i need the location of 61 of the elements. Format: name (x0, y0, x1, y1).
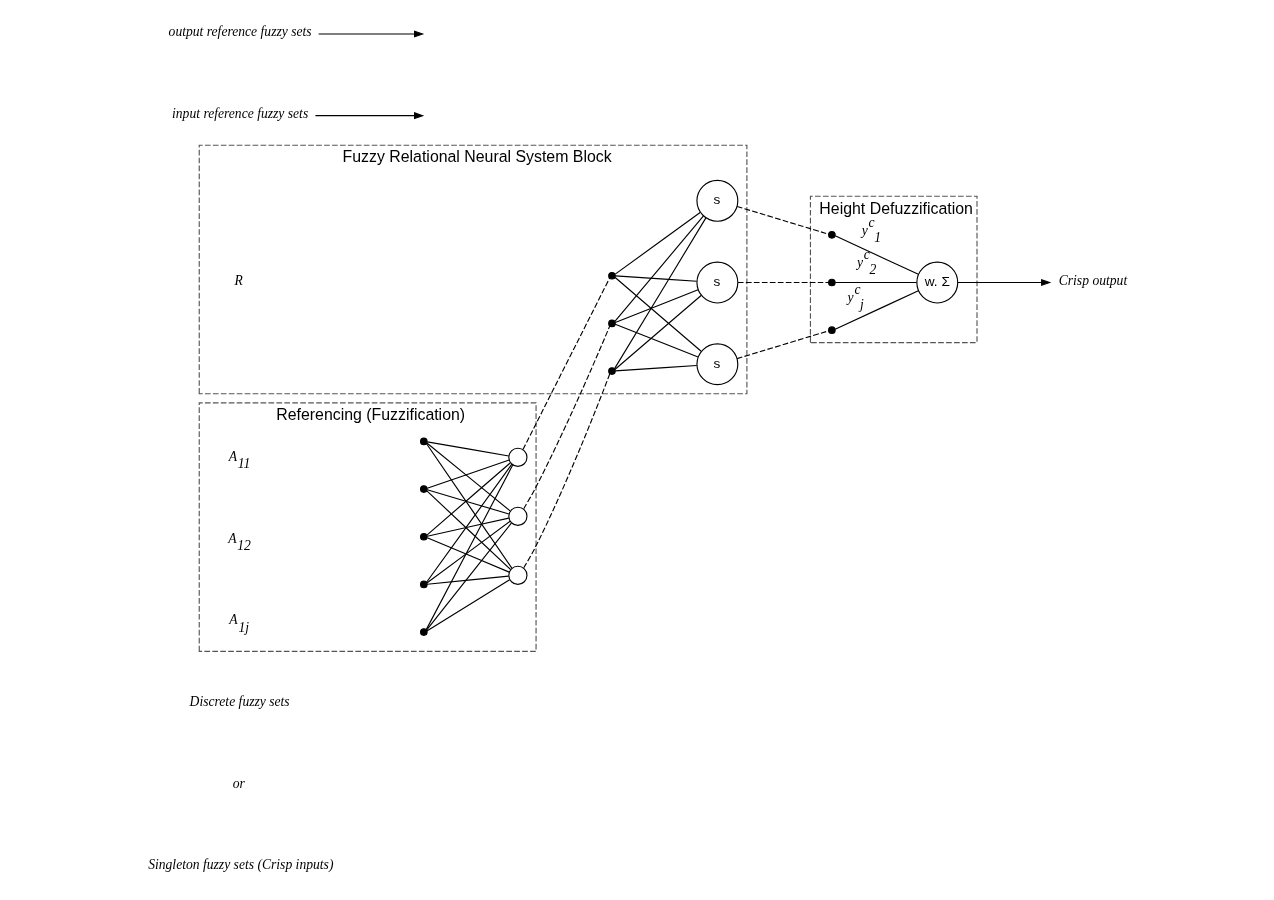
connector (614, 274, 697, 282)
connector (426, 536, 510, 573)
connector (614, 211, 701, 275)
node-point (607, 366, 616, 375)
label: R (233, 272, 243, 288)
node-text: Crisp output (1058, 272, 1127, 288)
node-text: output reference fuzzy sets (168, 23, 312, 39)
connector (614, 323, 699, 358)
node-circle: s (695, 342, 738, 385)
connector (522, 325, 610, 509)
connector (736, 329, 829, 359)
connector (834, 281, 917, 283)
connector (425, 520, 511, 584)
connector (425, 441, 511, 511)
node-point (419, 627, 428, 636)
connector (834, 234, 919, 275)
node-circle: w. Σ (915, 261, 958, 304)
connector (522, 372, 610, 568)
connector (613, 294, 702, 370)
node-point (607, 271, 616, 280)
connector (614, 288, 699, 323)
connector (521, 277, 610, 450)
connector (426, 458, 510, 489)
node-circle (507, 565, 528, 585)
connector (425, 522, 512, 631)
node-circle (507, 506, 528, 526)
node-point (827, 230, 836, 239)
node-point (827, 325, 836, 334)
connector (425, 442, 512, 569)
connector (834, 289, 919, 330)
connector (425, 578, 510, 631)
node-circle (507, 447, 528, 467)
connector (426, 517, 509, 537)
connector (613, 276, 702, 352)
arrow (956, 278, 1051, 286)
connector (737, 281, 829, 283)
node-text: input reference fuzzy sets (171, 105, 308, 121)
connector (426, 575, 509, 585)
node-point (419, 580, 428, 588)
connector (425, 461, 511, 536)
connector (613, 216, 706, 369)
connector (426, 488, 509, 515)
node-circle: s (695, 179, 738, 222)
node-point (827, 278, 836, 286)
node-point (607, 319, 616, 327)
connector (425, 489, 511, 570)
node-point (419, 532, 428, 541)
connector (613, 214, 704, 322)
node-point (419, 484, 428, 493)
label: or (232, 775, 245, 791)
connector (425, 464, 513, 630)
label: Singleton fuzzy sets (Crisp inputs) (147, 856, 333, 872)
label: Discrete fuzzy sets (189, 693, 290, 709)
node-circle: s (695, 261, 738, 304)
connector (425, 463, 512, 583)
node-point (419, 437, 428, 445)
connector (736, 205, 829, 235)
connector (426, 440, 509, 456)
arrow (314, 111, 424, 119)
arrow (317, 29, 424, 38)
connector (614, 364, 697, 371)
